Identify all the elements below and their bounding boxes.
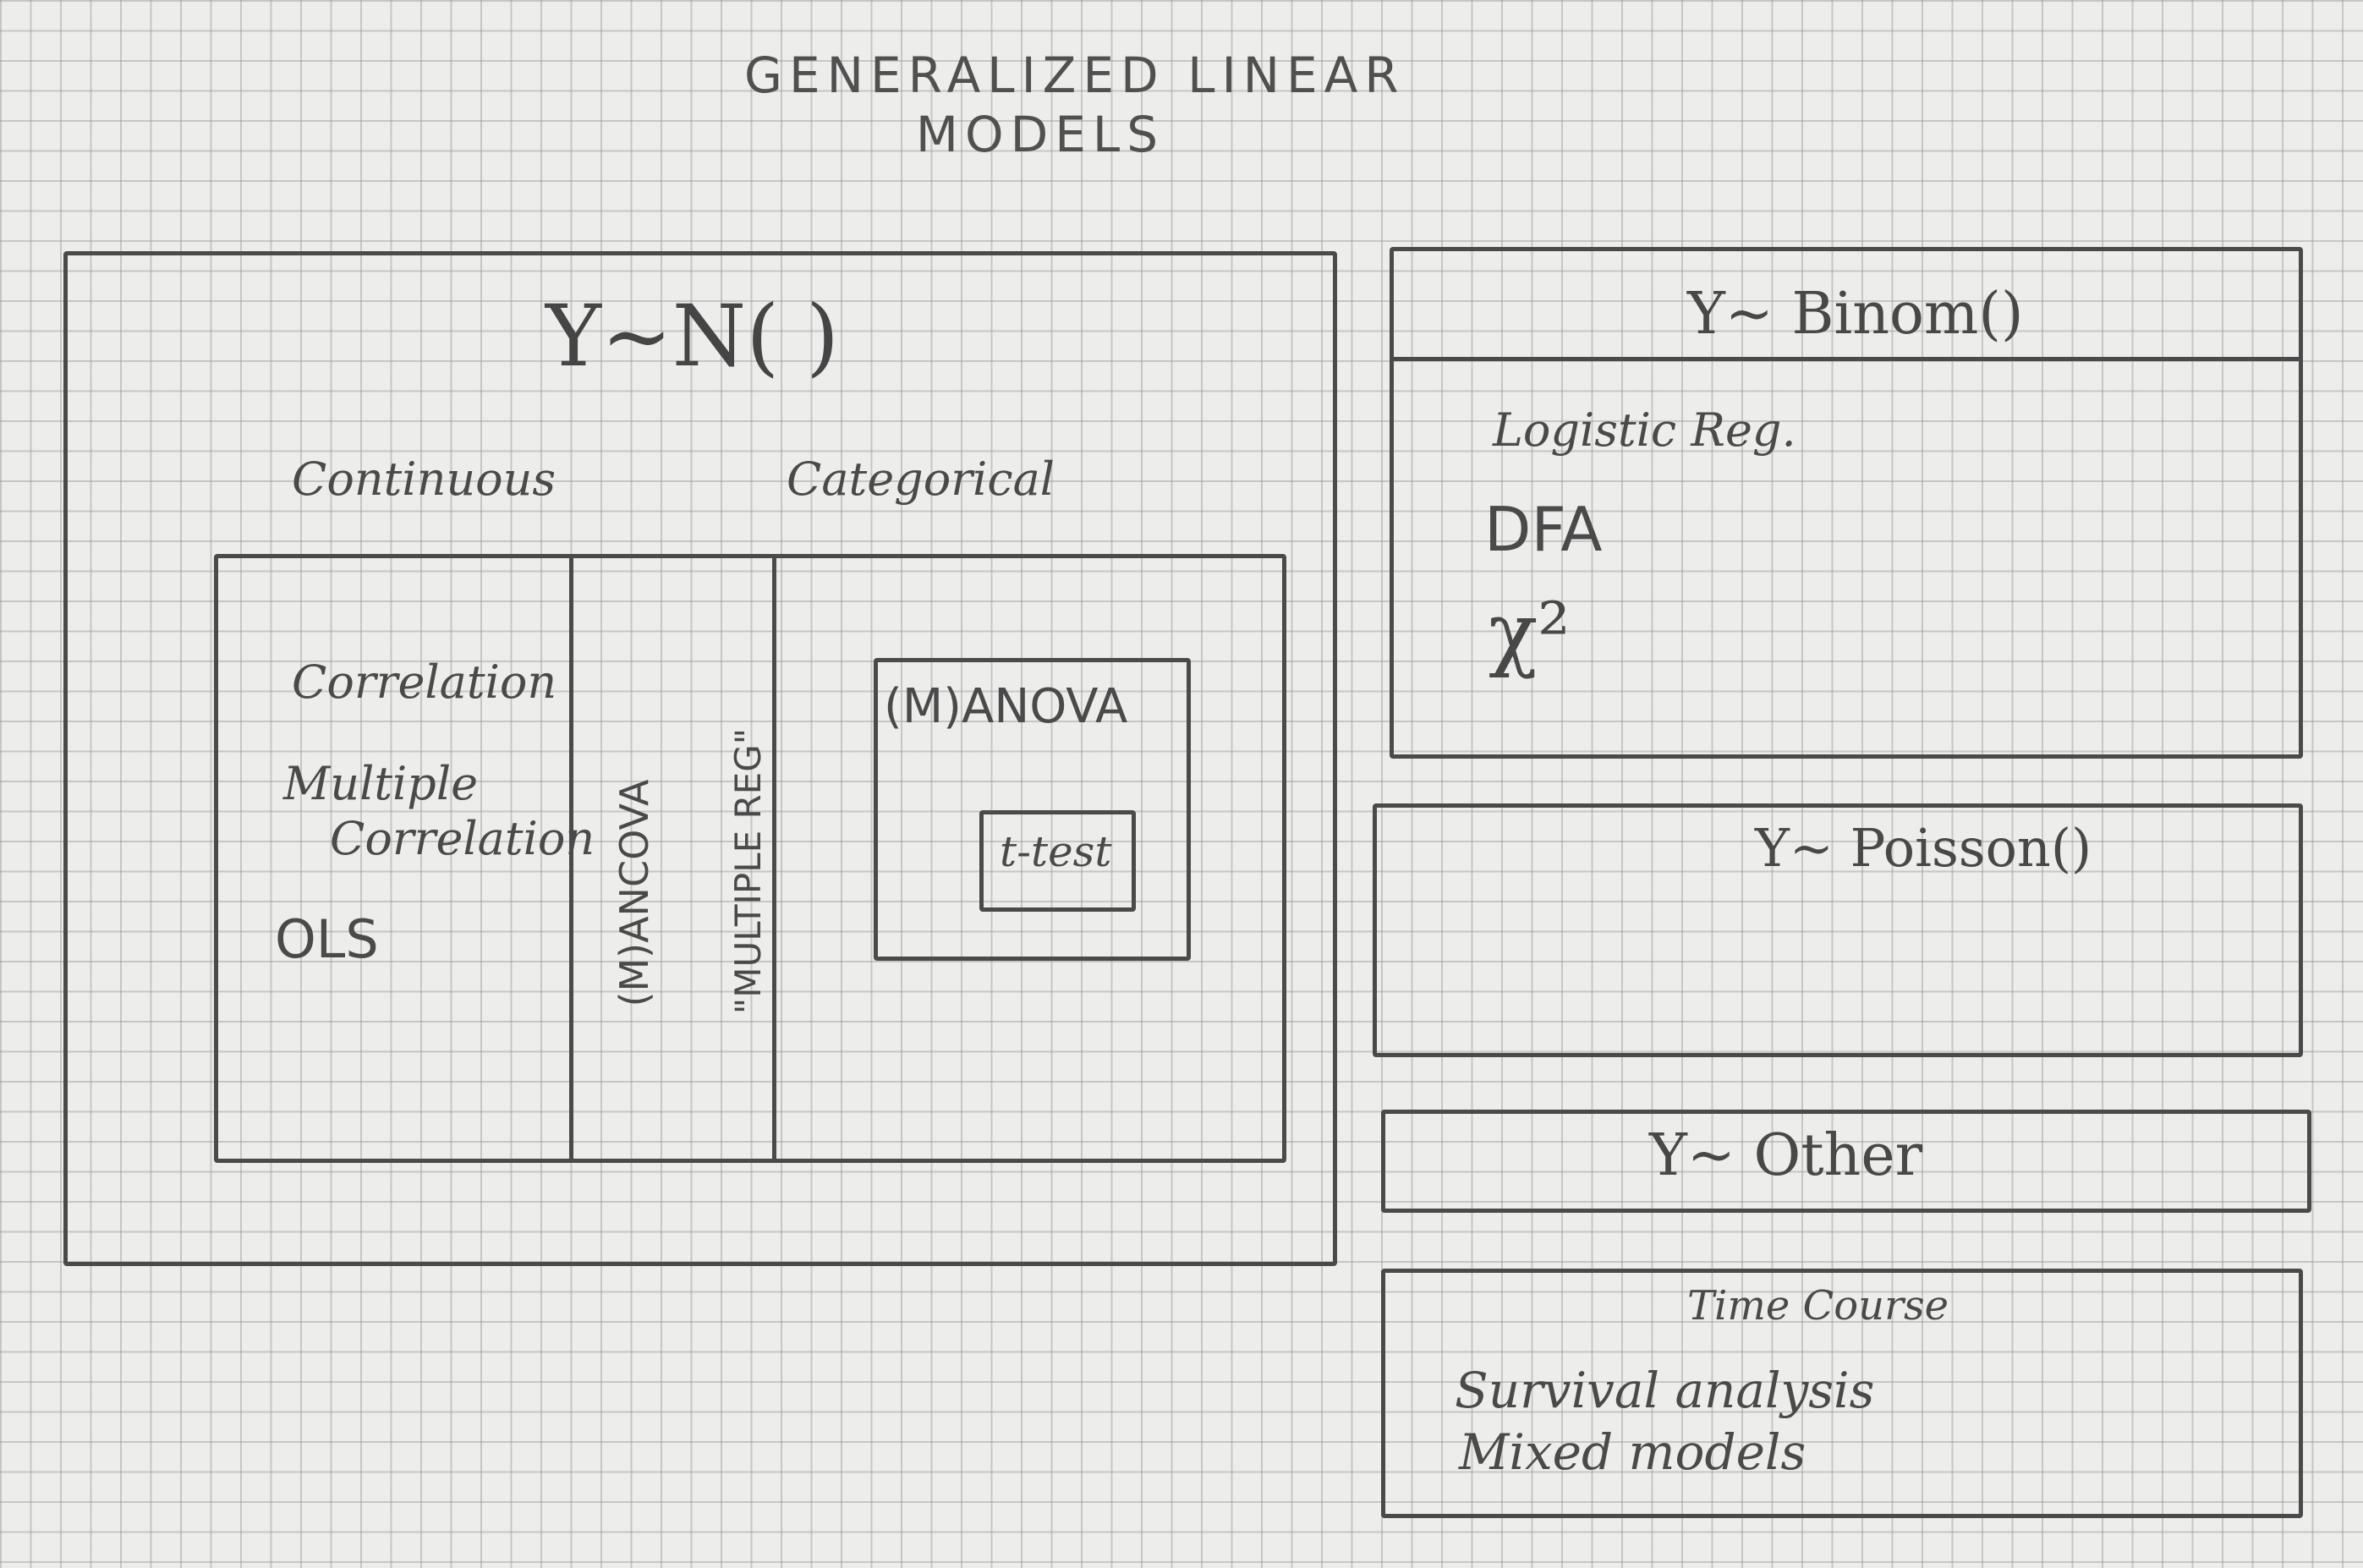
dfa-label: DFA	[1484, 494, 1603, 565]
mancova-label: (M)ANCOVA	[611, 779, 657, 1007]
manova-box	[874, 658, 1191, 961]
logistic-regression-label: Logistic Reg.	[1493, 403, 1796, 457]
binomial-model-box	[1390, 247, 2303, 759]
continuous-divider	[569, 556, 573, 1160]
mixed-models-label: Mixed models	[1459, 1423, 1807, 1481]
ols-label: OLS	[275, 908, 379, 970]
diagram-title-line1: GENERALIZED LINEAR	[744, 47, 1406, 104]
chi-square-label: χ²	[1489, 585, 1571, 680]
multiple-reg-label: "MULTIPLE REG"	[727, 727, 769, 1015]
continuous-label: Continuous	[292, 452, 556, 506]
multiple-correlation-label: Correlation	[330, 812, 595, 865]
diagram-title-line2: MODELS	[915, 106, 1165, 163]
other-model-box	[1381, 1110, 2311, 1213]
normal-model-header: Y~N( )	[546, 287, 840, 386]
binomial-header-divider	[1392, 357, 2300, 361]
time-course-header: Time Course	[1687, 1282, 1949, 1330]
time-course-box	[1381, 1269, 2303, 1518]
binomial-model-header: Y~ Binom()	[1687, 281, 2024, 348]
multiple-label: Multiple	[283, 757, 479, 810]
poisson-model-box	[1373, 803, 2303, 1057]
survival-analysis-label: Survival analysis	[1455, 1362, 1875, 1419]
ttest-label: t-test	[1000, 827, 1112, 876]
categorical-label: Categorical	[787, 452, 1055, 506]
correlation-label: Correlation	[292, 655, 557, 709]
manova-label: (M)ANOVA	[884, 679, 1128, 734]
categorical-divider	[772, 556, 776, 1160]
poisson-model-header: Y~ Poisson()	[1755, 817, 2092, 879]
normal-methods-box	[214, 554, 1286, 1163]
ttest-box	[979, 810, 1136, 912]
normal-model-box	[63, 251, 1337, 1266]
other-model-header: Y~ Other	[1649, 1122, 1923, 1189]
